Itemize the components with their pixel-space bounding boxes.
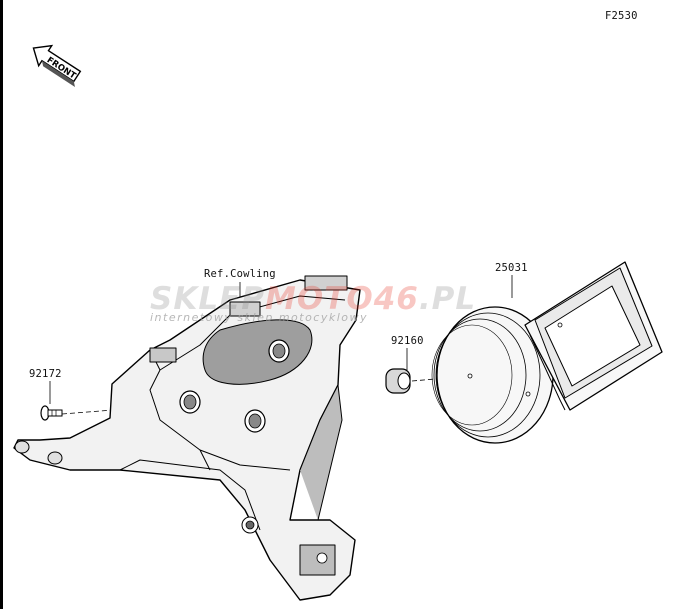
watermark-part3: 46 [373,281,419,317]
left-border-bar [0,0,3,609]
watermark-part1: SKLEP [150,281,265,317]
diagram-code: F2530 [605,10,638,22]
meter-assembly-25031-part [431,261,663,444]
screw-part-number: 92172 [29,368,62,380]
grommet-part-number: 92160 [391,335,424,347]
watermark-part4: .PL [418,281,477,317]
ref-cowling-label: Ref.Cowling [204,268,276,280]
watermark-tagline: internetowy sklep motocyklowy [150,311,369,324]
front-arrow-icon: FRONT [32,44,82,87]
screw-92172-part [40,405,63,421]
watermark-part2: MOTO [265,281,374,317]
bracket-frame-part [13,275,361,601]
watermark-logo: SKLEPMOTO46.PL [150,281,476,317]
grommet-92160-part [385,368,411,394]
meter-part-number: 25031 [495,262,528,274]
